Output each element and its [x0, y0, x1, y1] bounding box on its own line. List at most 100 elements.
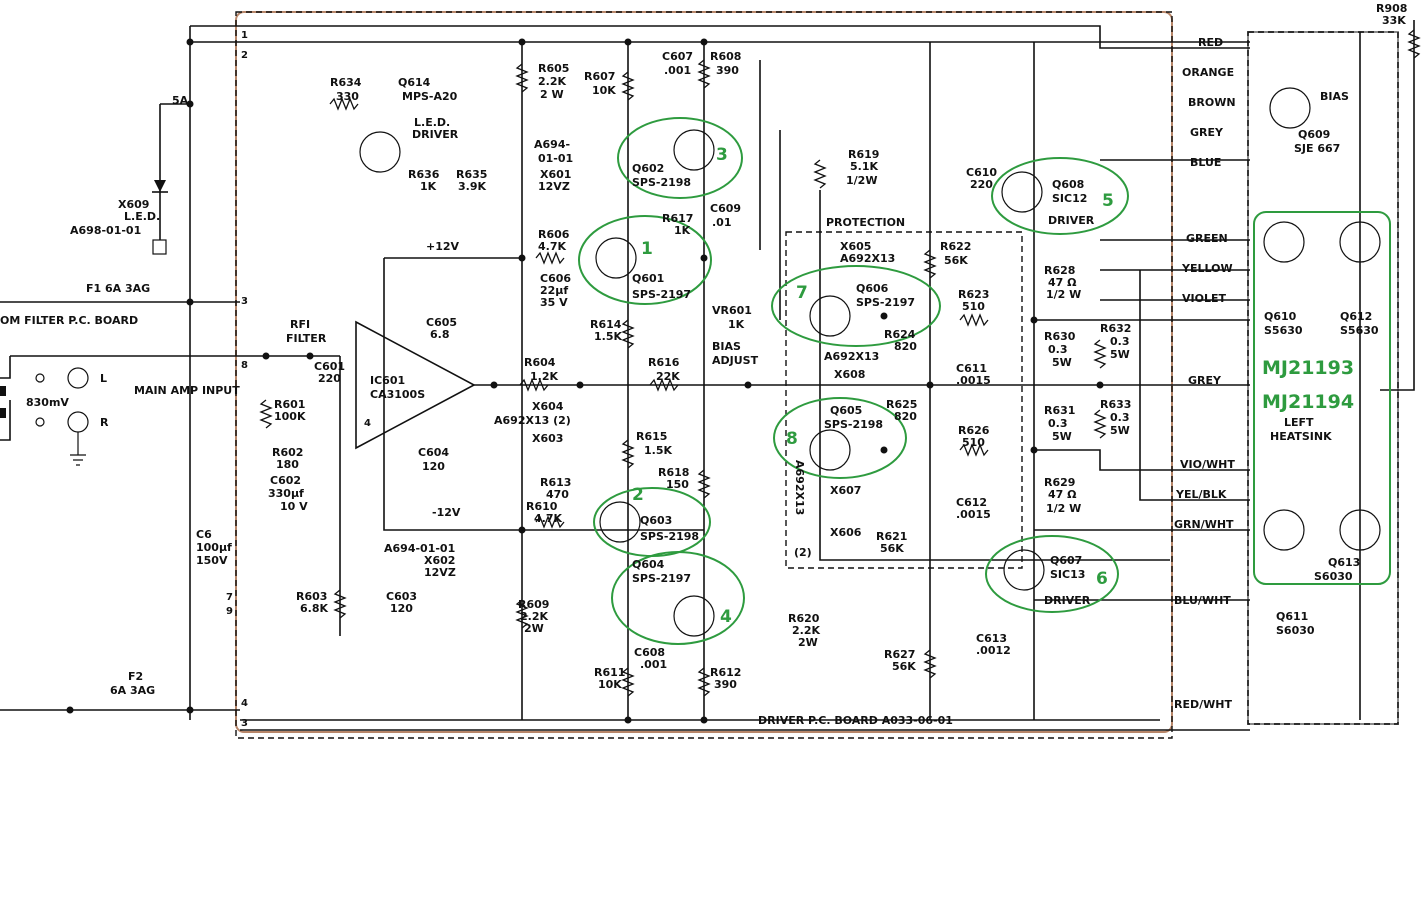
component-label: A692X13 (2) — [494, 414, 571, 427]
component-label: C611 — [956, 362, 987, 375]
component-label: BIAS — [1320, 90, 1349, 103]
component-label: 22K — [656, 370, 680, 383]
component-label: S5630 — [1340, 324, 1379, 337]
wire-label: YEL/BLK — [1175, 488, 1227, 501]
mj21193-label: MJ21193 — [1262, 357, 1354, 379]
component-label: R623 — [958, 288, 989, 301]
component-label: X603 — [532, 432, 563, 445]
component-label: R608 — [710, 50, 741, 63]
component-label: A692X13 — [840, 252, 895, 265]
component-label: L.E.D. — [124, 210, 160, 223]
component-label: F1 6A 3AG — [86, 282, 150, 295]
component-label: 4 — [241, 698, 248, 709]
wire-label: GRN/WHT — [1174, 518, 1234, 531]
component-label: S5630 — [1264, 324, 1303, 337]
component-label: Q613 — [1328, 556, 1360, 569]
component-label: C604 — [418, 446, 449, 459]
led-wire — [159, 103, 190, 240]
component-label: 820 — [894, 410, 917, 423]
highlight-number: 3 — [716, 145, 728, 165]
component-label: 1K — [728, 318, 745, 331]
component-label: R618 — [658, 466, 689, 479]
component-label: X604 — [532, 400, 564, 413]
component-label: SIC12 — [1052, 192, 1087, 205]
component-label: C605 — [426, 316, 457, 329]
component-label: 1K — [674, 224, 691, 237]
component-label: 1/2W — [846, 174, 877, 187]
component-label: FILTER — [286, 332, 327, 345]
component-columns — [521, 42, 1035, 720]
highlight-number: 7 — [796, 283, 808, 303]
component-label: X605 — [840, 240, 871, 253]
component-label: Q611 — [1276, 610, 1308, 623]
component-label: 2.2K — [538, 75, 566, 88]
component-label: R602 — [272, 446, 303, 459]
component-label: R603 — [296, 590, 327, 603]
component-label: R617 — [662, 212, 693, 225]
component-label: R605 — [538, 62, 569, 75]
component-label: .0015 — [956, 508, 991, 521]
component-label: 220 — [970, 178, 993, 191]
component-label: C612 — [956, 496, 987, 509]
highlight-number: 5 — [1102, 191, 1114, 211]
board-title: DRIVER P.C. BOARD A033-06-01 — [758, 714, 953, 727]
wire-label: RED — [1198, 36, 1223, 49]
component-label: R611 — [594, 666, 625, 679]
component-label: 0.3 — [1048, 417, 1068, 430]
component-label: 5W — [1052, 430, 1072, 443]
component-label: R625 — [886, 398, 917, 411]
component-label: R630 — [1044, 330, 1076, 343]
wire-harness-top — [1034, 159, 1250, 321]
wire-labels: RED ORANGE BROWN GREY BLUE GREEN YELLOW … — [1174, 36, 1236, 711]
component-label: Q612 — [1340, 310, 1372, 323]
component-label: R607 — [584, 70, 615, 83]
component-label: 47 Ω — [1048, 276, 1077, 289]
component-label: S6030 — [1276, 624, 1315, 637]
mj21194-label: MJ21194 — [1262, 391, 1354, 413]
component-label: R620 — [788, 612, 820, 625]
component-label: -12V — [432, 506, 461, 519]
component-label: 510 — [962, 436, 985, 449]
component-label: X606 — [830, 526, 862, 539]
component-label: R628 — [1044, 264, 1075, 277]
wire-label: GREY — [1190, 126, 1224, 139]
component-label: RFI — [290, 318, 310, 331]
component-label: X607 — [830, 484, 861, 497]
component-label: 390 — [716, 64, 739, 77]
component-label: 180 — [276, 458, 299, 471]
component-label: SPS-2198 — [632, 176, 691, 189]
jack-l — [67, 367, 89, 389]
component-label: R613 — [540, 476, 571, 489]
component-label: C609 — [710, 202, 741, 215]
component-label: BIAS — [712, 340, 741, 353]
component-label: SPS-2197 — [632, 288, 691, 301]
component-label: 6.8K — [300, 602, 328, 615]
component-label: Q602 — [632, 162, 664, 175]
highlight-number: 2 — [632, 485, 644, 505]
component-label: 4.7K — [538, 240, 566, 253]
component-label: 100µf — [196, 541, 232, 554]
component-label: A692X13 — [824, 350, 879, 363]
component-label: X601 — [540, 168, 571, 181]
component-labels: Q614 MPS-A20 L.E.D. DRIVER R634 330 R636… — [70, 2, 1407, 691]
component-label: 6A 3AG — [110, 684, 155, 697]
component-label: R624 — [884, 328, 916, 341]
component-label: R908 — [1376, 2, 1407, 15]
wire-label: RED/WHT — [1174, 698, 1232, 711]
component-label: (2) — [794, 546, 812, 559]
component-label: 470 — [546, 488, 569, 501]
component-label: 100K — [274, 410, 306, 423]
component-label: 330 — [336, 90, 359, 103]
component-label: Q608 — [1052, 178, 1084, 191]
highlight-circles — [578, 117, 1391, 645]
component-label: 1/2 W — [1046, 288, 1081, 301]
component-label: 2W — [798, 636, 818, 649]
component-label: .0012 — [976, 644, 1011, 657]
component-label: C613 — [976, 632, 1007, 645]
component-label: PROTECTION — [826, 216, 905, 229]
component-label: 5W — [1110, 348, 1130, 361]
component-label: 2 — [241, 50, 248, 61]
component-label: 1.2K — [530, 370, 558, 383]
component-label: SPS-2197 — [856, 296, 915, 309]
